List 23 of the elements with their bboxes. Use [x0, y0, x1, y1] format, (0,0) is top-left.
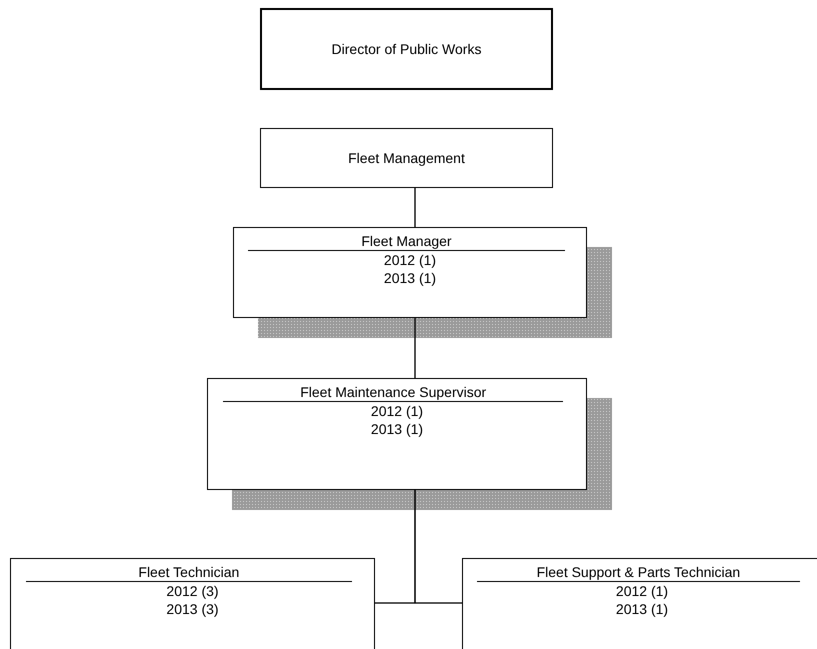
headcount-text: 2013 (3) [166, 600, 219, 618]
headcount-text: 2012 (3) [166, 582, 219, 600]
position-box [10, 558, 375, 649]
unit-title: Fleet Management [348, 149, 465, 167]
position-title: Fleet Maintenance Supervisor [223, 383, 564, 402]
headcount-text: 2013 (1) [370, 420, 424, 438]
unit-title: Director of Public Works [332, 40, 482, 58]
headcount-text: 2012 (1) [616, 582, 668, 600]
position-box [207, 378, 587, 490]
headcount-text: 2012 (1) [370, 402, 424, 420]
connector-line [414, 490, 462, 604]
position-box [233, 227, 587, 318]
org-unit-box [260, 128, 553, 188]
headcount-text: 2013 (1) [384, 269, 436, 287]
position-title: Fleet Support & Parts Technician [477, 563, 800, 582]
headcount-text: 2012 (1) [384, 251, 436, 269]
position-title: Fleet Manager [248, 232, 565, 251]
position-box [462, 558, 817, 649]
connector-line [414, 318, 416, 378]
headcount-text: 2013 (1) [616, 600, 668, 618]
org-unit-box [260, 8, 553, 90]
connector-line [414, 188, 416, 227]
position-title: Fleet Technician [26, 563, 352, 582]
